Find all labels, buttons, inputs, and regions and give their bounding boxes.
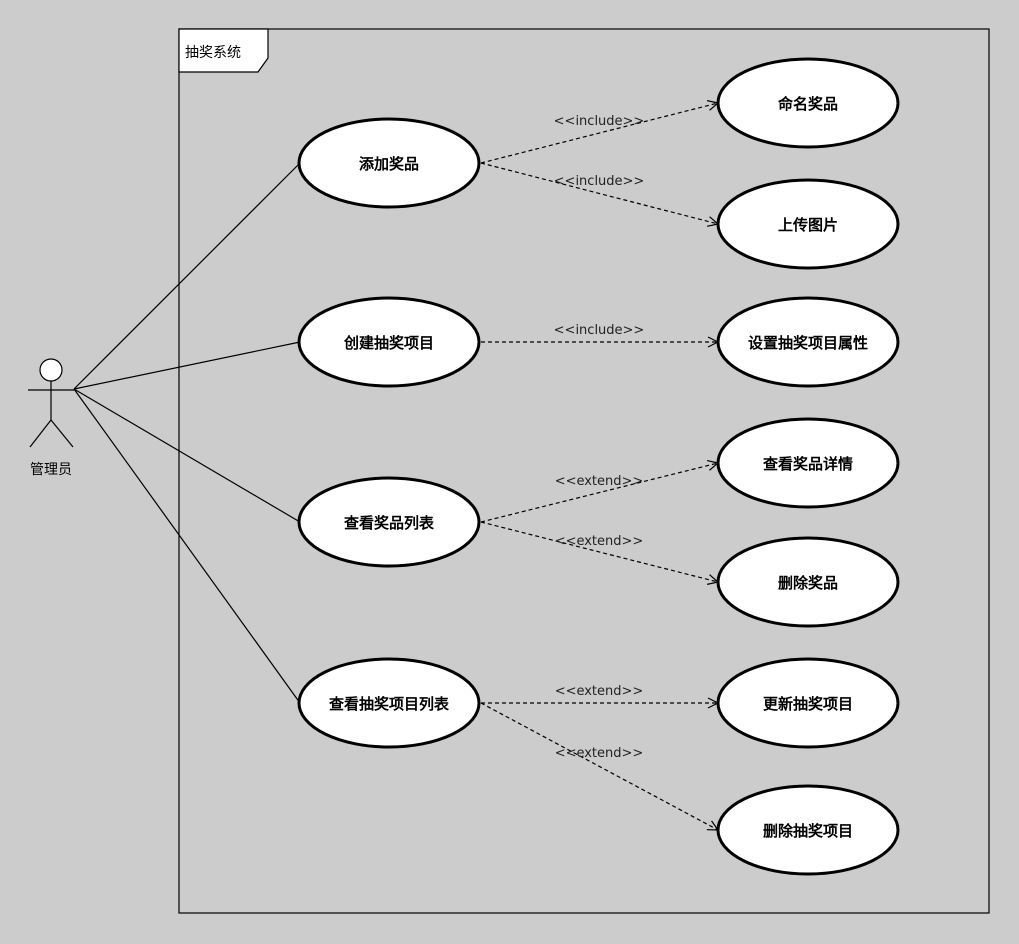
- use-case-update-project-label: 更新抽奖项目: [763, 695, 853, 713]
- use-case-view-project-list-label: 查看抽奖项目列表: [329, 695, 450, 713]
- extend-edge-delete-prize: [480, 521, 718, 582]
- edge-label-extend-4: <<extend>>: [555, 746, 644, 761]
- edge-label-include-1: <<include>>: [554, 114, 645, 129]
- use-case-set-project-attrs[interactable]: 设置抽奖项目属性: [716, 296, 900, 388]
- actor-name: 管理员: [30, 462, 72, 478]
- use-case-update-project[interactable]: 更新抽奖项目: [716, 657, 900, 749]
- use-case-delete-prize[interactable]: 删除奖品: [716, 536, 900, 628]
- system-title: 抽奖系统: [185, 44, 241, 61]
- association-view-project-list: [73, 388, 301, 704]
- associations: [73, 162, 301, 704]
- use-case-upload-image[interactable]: 上传图片: [716, 178, 900, 270]
- extend-edge-prize-detail: [480, 463, 718, 523]
- use-case-view-prize-list[interactable]: 查看奖品列表: [297, 476, 481, 568]
- use-case-view-project-list[interactable]: 查看抽奖项目列表: [297, 657, 481, 749]
- use-case-create-project-label: 创建抽奖项目: [343, 334, 434, 352]
- use-case-delete-project[interactable]: 删除抽奖项目: [716, 784, 900, 876]
- actor-right-leg: [50, 419, 74, 448]
- edge-label-extend-2: <<extend>>: [555, 534, 644, 549]
- actor-admin[interactable]: 管理员: [28, 358, 74, 478]
- extend-edge-delete-project: [480, 702, 718, 830]
- include-edge-upload-image: [480, 162, 718, 224]
- actor-left-leg: [29, 419, 52, 448]
- association-create-project: [73, 341, 301, 390]
- use-case-name-prize[interactable]: 命名奖品: [716, 57, 900, 149]
- use-case-view-prize-detail[interactable]: 查看奖品详情: [716, 417, 900, 509]
- use-case-view-prize-detail-label: 查看奖品详情: [763, 455, 853, 473]
- edge-label-include-3: <<include>>: [554, 323, 645, 338]
- use-case-delete-project-label: 删除抽奖项目: [763, 822, 853, 840]
- include-edge-name-prize: [480, 103, 718, 164]
- use-case-set-project-attrs-label: 设置抽奖项目属性: [748, 334, 868, 352]
- edge-label-extend-1: <<extend>>: [555, 474, 644, 489]
- use-case-view-prize-list-label: 查看奖品列表: [344, 514, 435, 532]
- actor-head: [39, 358, 63, 382]
- use-case-delete-prize-label: 删除奖品: [778, 574, 838, 592]
- edge-label-include-2: <<include>>: [554, 174, 645, 189]
- edge-labels: <<include>> <<include>> <<include>> <<ex…: [554, 114, 645, 761]
- use-case-add-prize-label: 添加奖品: [359, 155, 419, 173]
- dependencies: [480, 103, 718, 830]
- association-add-prize: [73, 162, 301, 390]
- system-title-tab: [178, 28, 269, 73]
- edge-label-extend-3: <<extend>>: [555, 684, 644, 699]
- association-view-prize-list: [73, 388, 301, 523]
- use-case-name-prize-label: 命名奖品: [777, 95, 838, 113]
- use-case-create-project[interactable]: 创建抽奖项目: [297, 296, 481, 388]
- use-case-upload-image-label: 上传图片: [778, 216, 838, 234]
- use-case-add-prize[interactable]: 添加奖品: [297, 117, 481, 209]
